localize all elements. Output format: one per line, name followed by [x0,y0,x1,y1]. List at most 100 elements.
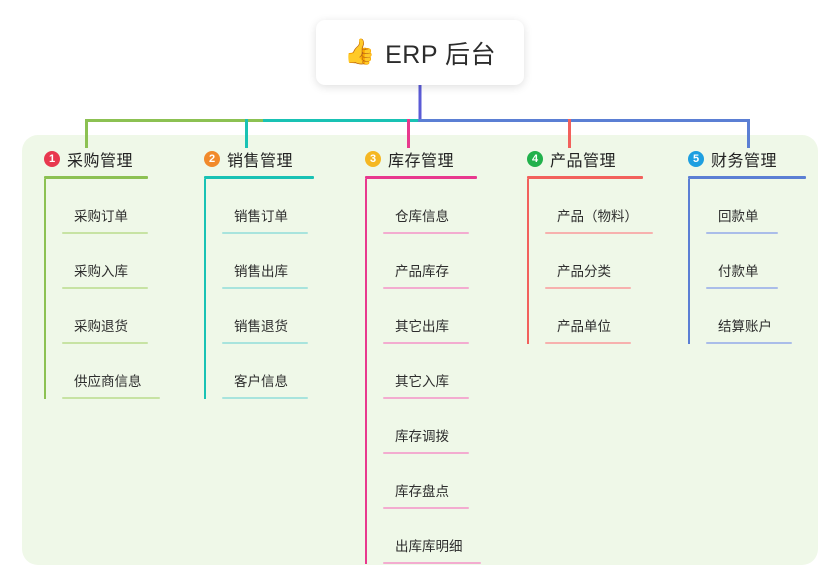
leaf-underline [706,287,778,289]
branch-title: 财务管理 [711,153,778,170]
leaf-label: 其它出库 [395,319,449,334]
diagram-panel [22,135,818,565]
leaf-node[interactable]: 产品分类 [545,234,643,289]
branch-header[interactable]: 5 财务管理 [688,148,806,170]
leaf-underline [383,507,469,509]
leaf-underline [706,232,778,234]
branch-header[interactable]: 2 销售管理 [204,148,314,170]
leaf-node[interactable]: 库存盘点 [383,454,477,509]
branch-trunk-line [688,179,690,344]
leaf-label: 产品单位 [557,319,611,334]
leaf-node[interactable]: 出库库明细 [383,509,481,564]
leaf-node[interactable]: 采购订单 [62,179,148,234]
branch-header-rule [527,176,643,179]
leaf-node[interactable]: 其它入库 [383,344,477,399]
leaf-node[interactable]: 产品库存 [383,234,477,289]
branch-header[interactable]: 4 产品管理 [527,148,643,170]
root-title: ERP 后台 [385,40,497,69]
leaf-underline [62,397,160,399]
branch-trunk-line [527,179,529,344]
leaf-underline [383,287,469,289]
leaf-label: 回款单 [718,209,759,224]
leaf-label: 销售退货 [234,319,288,334]
root-node[interactable]: 👍 ERP 后台 [316,20,524,85]
leaf-underline [545,232,653,234]
branch-title: 产品管理 [550,153,617,170]
leaf-underline [222,342,308,344]
branch-number-badge: 5 [688,151,704,167]
leaf-node[interactable]: 销售退货 [222,289,314,344]
branch-number-badge: 4 [527,151,543,167]
branch-header-rule [204,176,314,179]
branch-header-rule [44,176,148,179]
branch-title: 库存管理 [388,153,455,170]
leaf-node[interactable]: 采购入库 [62,234,148,289]
leaf-node[interactable]: 产品单位 [545,289,643,344]
leaf-node[interactable]: 销售出库 [222,234,314,289]
branch-number-badge: 3 [365,151,381,167]
leaf-underline [706,342,792,344]
leaf-label: 产品库存 [395,264,449,279]
leaf-underline [222,287,308,289]
branch-body: 仓库信息产品库存其它出库其它入库库存调拨库存盘点出库库明细 [365,179,481,564]
branch-column-1: 1 采购管理采购订单采购入库采购退货供应商信息 [44,148,160,399]
leaf-node[interactable]: 采购退货 [62,289,148,344]
leaf-label: 采购订单 [74,209,128,224]
branch-number-badge: 2 [204,151,220,167]
leaf-node[interactable]: 其它出库 [383,289,477,344]
leaf-label: 出库库明细 [395,539,463,554]
leaf-node[interactable]: 结算账户 [706,289,806,344]
leaf-underline [383,232,469,234]
leaf-label: 采购退货 [74,319,128,334]
branch-body: 采购订单采购入库采购退货供应商信息 [44,179,160,399]
leaf-node[interactable]: 回款单 [706,179,806,234]
leaf-node[interactable]: 销售订单 [222,179,314,234]
leaf-underline [383,397,469,399]
branch-body: 产品（物料） 产品分类产品单位 [527,179,653,344]
branch-column-3: 3 库存管理仓库信息产品库存其它出库其它入库库存调拨库存盘点出库库明细 [365,148,481,564]
leaf-label: 客户信息 [234,374,288,389]
leaf-underline [62,287,148,289]
branch-header-rule [688,176,806,179]
leaf-underline [383,342,469,344]
leaf-label: 采购入库 [74,264,128,279]
branch-header[interactable]: 3 库存管理 [365,148,477,170]
branch-header[interactable]: 1 采购管理 [44,148,148,170]
branch-trunk-line [44,179,46,399]
leaf-label: 销售出库 [234,264,288,279]
leaf-underline [545,342,631,344]
leaf-label: 库存调拨 [395,429,449,444]
leaf-label: 库存盘点 [395,484,449,499]
leaf-label: 其它入库 [395,374,449,389]
leaf-node[interactable]: 供应商信息 [62,344,160,399]
branch-header-rule [365,176,477,179]
leaf-underline [383,562,481,564]
leaf-label: 产品（物料） [557,209,638,224]
leaf-node[interactable]: 付款单 [706,234,806,289]
branch-number-badge: 1 [44,151,60,167]
leaf-node[interactable]: 仓库信息 [383,179,477,234]
leaf-label: 销售订单 [234,209,288,224]
branch-trunk-line [204,179,206,399]
leaf-underline [545,287,631,289]
branch-column-4: 4 产品管理产品（物料） 产品分类产品单位 [527,148,653,344]
leaf-underline [62,342,148,344]
leaf-node[interactable]: 库存调拨 [383,399,477,454]
leaf-node[interactable]: 客户信息 [222,344,314,399]
leaf-underline [222,232,308,234]
leaf-underline [222,397,308,399]
thumbs-up-icon: 👍 [343,38,376,66]
leaf-node[interactable]: 产品（物料） [545,179,653,234]
branch-body: 销售订单销售出库销售退货客户信息 [204,179,314,399]
branch-column-2: 2 销售管理销售订单销售出库销售退货客户信息 [204,148,314,399]
leaf-label: 仓库信息 [395,209,449,224]
branch-column-5: 5 财务管理回款单付款单结算账户 [688,148,806,344]
leaf-label: 结算账户 [718,319,772,334]
leaf-underline [62,232,148,234]
leaf-underline [383,452,469,454]
leaf-label: 付款单 [718,264,759,279]
branch-title: 采购管理 [67,153,134,170]
leaf-label: 产品分类 [557,264,611,279]
branch-title: 销售管理 [227,153,294,170]
